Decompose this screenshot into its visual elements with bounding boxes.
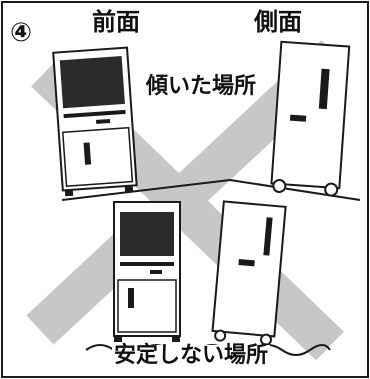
side-view-label: 側面: [254, 8, 302, 36]
tilted-floor-line: [61, 178, 361, 201]
tilted-place-caption: 傾いた場所: [146, 74, 257, 99]
dehumidifier-side-icon: [211, 200, 287, 346]
front-view-label: 前面: [92, 8, 140, 36]
step-number-badge: ④: [10, 18, 33, 48]
dehumidifier-front-icon: [52, 46, 138, 197]
dehumidifier-side-icon: [270, 40, 351, 197]
unstable-place-caption: 安定しない場所: [112, 343, 271, 368]
dehumidifier-front-icon: [113, 201, 181, 342]
